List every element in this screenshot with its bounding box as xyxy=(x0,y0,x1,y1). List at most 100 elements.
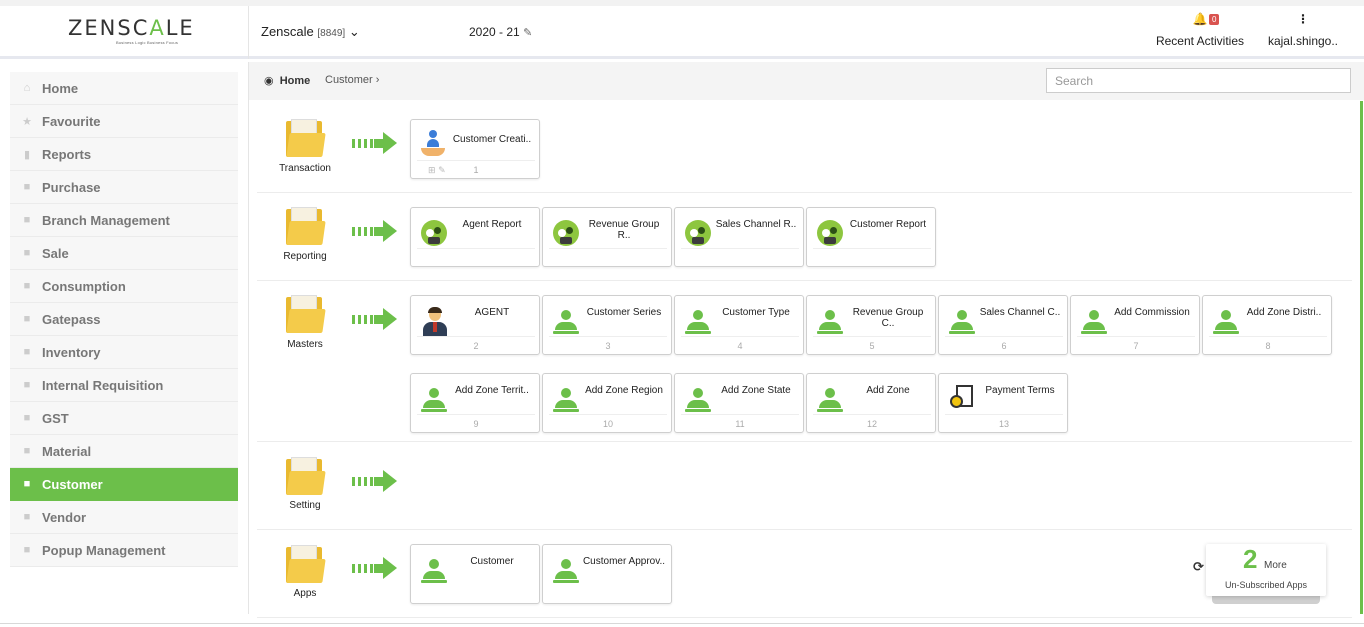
sidebar-item-label: Vendor xyxy=(42,509,87,525)
tile-number: 3 xyxy=(605,341,611,351)
sidebar-item-vendor[interactable]: ■Vendor xyxy=(10,501,238,534)
sidebar-item-material[interactable]: ■Material xyxy=(10,435,238,468)
sidebar-item-customer[interactable]: ■ Customer xyxy=(10,468,238,501)
sidebar-item-inventory[interactable]: ■ Inventory xyxy=(10,336,238,369)
tile-agent[interactable]: AGENT 2 xyxy=(410,295,540,355)
module-row-apps: Apps Customer Customer Approv.. xyxy=(257,530,1352,618)
tile-title: Revenue Group C.. xyxy=(852,307,924,329)
user-icon xyxy=(553,559,579,583)
tile-add-zone-district[interactable]: Add Zone Distri.. 8 xyxy=(1202,295,1332,355)
breadcrumb-home-label: Home xyxy=(279,75,311,87)
tile-sales-channel[interactable]: Sales Channel C.. 6 xyxy=(938,295,1068,355)
sidebar-item-internal-requisition[interactable]: ■Internal Requisition xyxy=(10,369,238,402)
sidebar-item-reports[interactable]: ▮Reports xyxy=(10,138,238,171)
user-icon xyxy=(817,310,843,334)
module-row-setting: Setting xyxy=(257,442,1352,530)
tile-add-zone-region[interactable]: Add Zone Region 10 xyxy=(542,373,672,433)
tile-title: Customer Type xyxy=(722,307,790,318)
search-input[interactable] xyxy=(1046,68,1351,93)
sidebar-item-purchase[interactable]: ■ Purchase xyxy=(10,171,238,204)
recent-activities[interactable]: 🔔 0 Recent Activities xyxy=(1152,12,1248,48)
add-icon[interactable]: ⊞ xyxy=(428,165,436,175)
edit-icon[interactable]: ✎ xyxy=(438,165,446,175)
breadcrumb-home[interactable]: ◉ Home xyxy=(264,74,310,87)
tile-revenue-group-report[interactable]: Revenue Group R.. xyxy=(542,207,672,267)
folder-icon[interactable] xyxy=(286,207,326,247)
tile-number: 8 xyxy=(1265,341,1271,351)
company-code: [8849] xyxy=(317,28,346,39)
more-card-shadow xyxy=(1212,596,1320,604)
user-icon xyxy=(685,310,711,334)
tile-customer-report[interactable]: Customer Report xyxy=(806,207,936,267)
folder-icon[interactable] xyxy=(286,295,326,335)
tile-customer-type[interactable]: Customer Type 4 xyxy=(674,295,804,355)
module-label: Transaction xyxy=(279,163,331,174)
folder-icon: ■ xyxy=(23,412,31,424)
sidebar-item-label: GST xyxy=(42,410,69,426)
folder-icon[interactable] xyxy=(286,119,326,159)
sidebar-item-label: Purchase xyxy=(42,179,101,195)
unsubscribed-count: 2 xyxy=(1243,544,1258,574)
tile-add-zone-territory[interactable]: Add Zone Territ.. 9 xyxy=(410,373,540,433)
tile-add-zone[interactable]: Add Zone 12 xyxy=(806,373,936,433)
tile-add-commission[interactable]: Add Commission 7 xyxy=(1070,295,1200,355)
report-icon xyxy=(817,220,843,246)
tile-app-customer-approval[interactable]: Customer Approv.. xyxy=(542,544,672,604)
logo-text-pre: ZENSC xyxy=(68,16,150,40)
company-selector[interactable]: Zenscale [8849] ⌄ xyxy=(261,24,360,40)
tile-title: Customer Series xyxy=(586,307,662,318)
dashboard-icon: ◉ xyxy=(264,75,274,87)
tile-customer-creation[interactable]: Customer Creati.. ⊞ ✎ 1 xyxy=(410,119,540,179)
sidebar-item-branch-management[interactable]: ■Branch Management xyxy=(10,204,238,237)
unsubscribed-apps-card[interactable]: 2 More Un-Subscribed Apps xyxy=(1206,544,1326,596)
sidebar-item-sale[interactable]: ■ Sale xyxy=(10,237,238,270)
notification-badge: 0 xyxy=(1209,14,1220,25)
module-row-reporting: Reporting Agent Report Revenue Group R..… xyxy=(257,193,1352,281)
tile-agent-report[interactable]: Agent Report xyxy=(410,207,540,267)
logo-area[interactable]: ZENSCALE Business Logic Business Focus xyxy=(0,6,249,59)
tile-add-zone-state[interactable]: Add Zone State 11 xyxy=(674,373,804,433)
user-icon xyxy=(1213,310,1239,334)
recent-activities-label: Recent Activities xyxy=(1155,34,1245,48)
tile-number: 7 xyxy=(1133,341,1139,351)
sidebar-item-label: Inventory xyxy=(42,344,101,360)
sidebar-item-home[interactable]: ⌂Home xyxy=(10,72,238,105)
tile-revenue-group[interactable]: Revenue Group C.. 5 xyxy=(806,295,936,355)
chevron-down-icon: ⌄ xyxy=(348,24,360,39)
sidebar-item-consumption[interactable]: ■Consumption xyxy=(10,270,238,303)
tile-sales-channel-report[interactable]: Sales Channel R.. xyxy=(674,207,804,267)
tile-title: Add Zone Territ.. xyxy=(455,385,529,396)
refresh-icon[interactable]: ⟳ xyxy=(1193,559,1204,574)
sidebar-item-favourite[interactable]: ★Favourite xyxy=(10,105,238,138)
folder-icon: ■ xyxy=(23,478,31,490)
company-name: Zenscale xyxy=(261,24,314,39)
tile-title: Customer Approv.. xyxy=(582,556,666,567)
arrow-right-icon xyxy=(352,557,398,579)
folder-icon: ■ xyxy=(23,346,31,358)
sidebar-item-gatepass[interactable]: ■Gatepass xyxy=(10,303,238,336)
sidebar-item-label: Customer xyxy=(42,476,103,492)
tile-number: 1 xyxy=(473,165,479,175)
tile-number: 13 xyxy=(998,419,1009,429)
sidebar-item-label: Sale xyxy=(42,245,69,261)
sidebar-item-gst[interactable]: ■ GST xyxy=(10,402,238,435)
folder-icon: ■ xyxy=(23,181,31,193)
folder-icon[interactable] xyxy=(286,545,326,585)
tile-title: Sales Channel C.. xyxy=(979,307,1061,318)
folder-icon[interactable] xyxy=(286,457,326,497)
tile-app-customer[interactable]: Customer xyxy=(410,544,540,604)
user-menu[interactable]: ⋮ kajal.shingo.. xyxy=(1266,12,1340,48)
tile-title: Add Zone Region xyxy=(585,385,663,396)
tile-title: AGENT xyxy=(474,307,510,318)
edit-icon[interactable]: ✎ xyxy=(523,27,533,39)
folder-icon: ■ xyxy=(23,313,31,325)
tile-payment-terms[interactable]: Payment Terms 13 xyxy=(938,373,1068,433)
folder-icon: ■ xyxy=(23,247,31,259)
sidebar-item-label: Favourite xyxy=(42,113,101,129)
bell-icon: 🔔 xyxy=(1192,12,1208,26)
sidebar-item-popup-management[interactable]: ■Popup Management xyxy=(10,534,238,567)
sidebar-item-label: Home xyxy=(42,80,79,96)
tile-customer-series[interactable]: Customer Series 3 xyxy=(542,295,672,355)
user-icon xyxy=(685,388,711,412)
financial-year[interactable]: 2020 - 21 ✎ xyxy=(469,25,532,39)
